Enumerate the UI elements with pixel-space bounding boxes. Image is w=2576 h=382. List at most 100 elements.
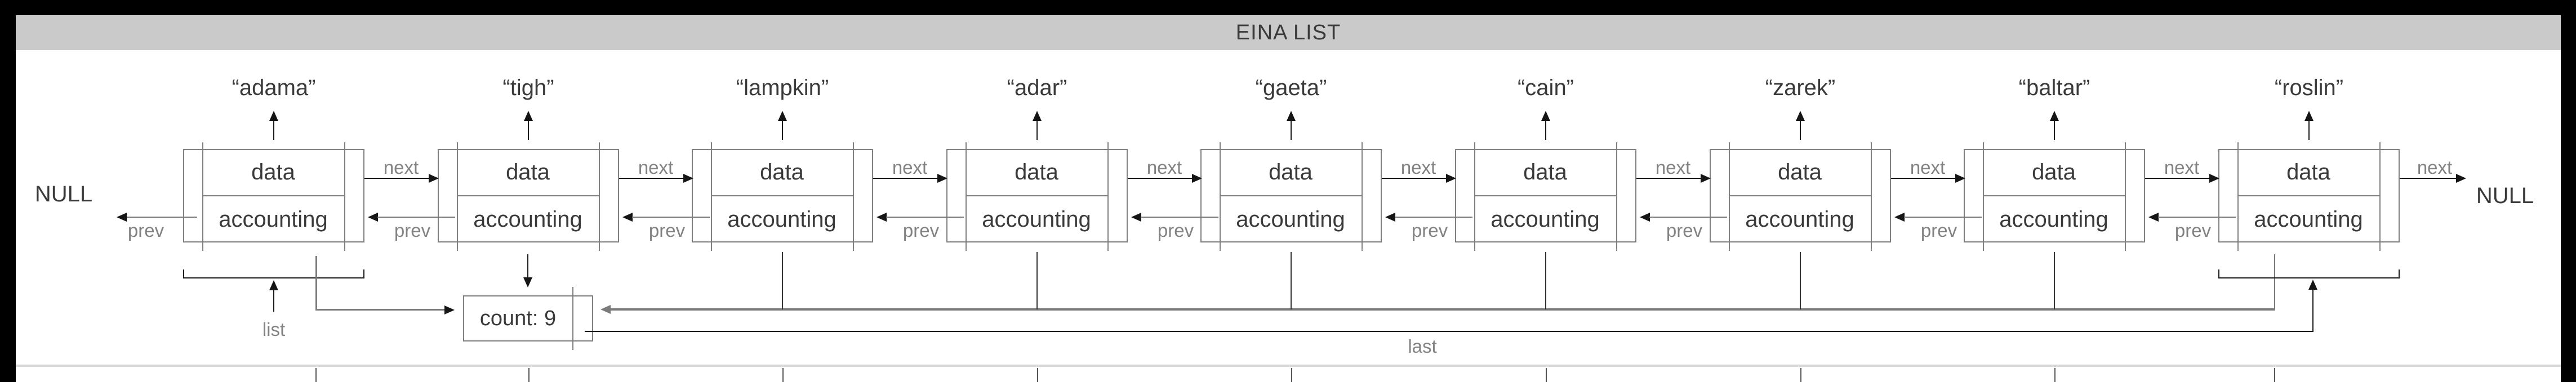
data-pointer-arrowhead xyxy=(1796,111,1805,121)
node-inner-border-right xyxy=(2379,142,2381,251)
node-data-label: “baltar” xyxy=(2018,75,2090,100)
node-accounting-cell: accounting xyxy=(473,206,582,232)
data-pointer-line xyxy=(782,120,783,140)
accounting-edge-line xyxy=(1545,252,1546,309)
node-cell-divider xyxy=(1220,195,1362,196)
null-terminator-right: NULL xyxy=(2476,183,2534,208)
prev-edge-line xyxy=(1904,217,1982,218)
prev-arrowhead xyxy=(117,213,127,222)
prev-edge-label: prev xyxy=(394,220,431,241)
node-outer-box xyxy=(1200,149,1382,242)
next-edge-label: next xyxy=(2417,157,2453,178)
prev-edge-label: prev xyxy=(1411,220,1448,241)
accounting-edge-node1-horizontal xyxy=(315,309,445,311)
node-cell-divider xyxy=(1474,195,1616,196)
node-inner-border-left xyxy=(1474,142,1475,251)
node-outer-box xyxy=(1964,149,2145,242)
next-edge-line xyxy=(1382,178,1446,179)
node-data-label: “cain” xyxy=(1517,75,1574,100)
next-edge-label: next xyxy=(1655,157,1691,178)
data-pointer-line xyxy=(273,120,274,140)
next-edge-label: next xyxy=(2164,157,2200,178)
node-data-cell: data xyxy=(1269,159,1313,185)
node-cell-divider xyxy=(1729,195,1871,196)
next-arrowhead xyxy=(1192,174,1202,183)
bottom-section-divider xyxy=(16,365,2561,367)
title-bar: EINA LIST xyxy=(16,15,2561,50)
accounting-bus-line xyxy=(611,308,2275,311)
node-inner-border-left xyxy=(202,142,203,251)
node-accounting-cell: accounting xyxy=(1236,206,1345,232)
accounting-edge-line xyxy=(782,252,783,309)
node-outer-box xyxy=(438,149,619,242)
prev-edge-label: prev xyxy=(127,220,164,241)
node-inner-border-right xyxy=(344,142,345,251)
node-inner-border-left xyxy=(711,142,712,251)
next-edge-line xyxy=(1636,178,1701,179)
node-outer-box xyxy=(2218,149,2400,242)
cropped-stub-line xyxy=(1037,368,1038,382)
prev-arrowhead xyxy=(1385,213,1395,222)
node-outer-box xyxy=(1710,149,1891,242)
next-arrowhead xyxy=(429,174,439,183)
prev-edge-label: prev xyxy=(2174,220,2212,241)
data-pointer-arrowhead xyxy=(2050,111,2059,121)
node-accounting-cell: accounting xyxy=(1491,206,1600,232)
last-bracket-tick-left xyxy=(2218,269,2219,278)
node-outer-box xyxy=(692,149,873,242)
next-edge-line xyxy=(873,178,937,179)
next-edge-label: next xyxy=(1146,157,1182,178)
prev-edge-line xyxy=(377,217,455,218)
node-outer-box xyxy=(946,149,1128,242)
node-data-cell: data xyxy=(760,159,804,185)
data-pointer-line xyxy=(1800,120,1801,140)
next-edge-label: next xyxy=(892,157,928,178)
list-pointer-line xyxy=(273,289,274,312)
accounting-count-value: count: 9 xyxy=(479,306,557,330)
prev-edge-label: prev xyxy=(902,220,940,241)
data-pointer-line xyxy=(1545,120,1546,140)
diagram-canvas xyxy=(16,50,2561,382)
prev-edge-label: prev xyxy=(1666,220,1703,241)
cropped-stub-line xyxy=(1546,368,1547,382)
accounting-edge-node1-arrowhead xyxy=(444,305,455,314)
node-inner-border-left xyxy=(457,142,458,251)
node-inner-border-right xyxy=(1107,142,1109,251)
next-edge-line xyxy=(2400,178,2456,179)
cropped-stub-line xyxy=(782,368,784,382)
prev-edge-line xyxy=(127,217,197,218)
node-inner-border-left xyxy=(966,142,967,251)
node-inner-border-right xyxy=(599,142,600,251)
cropped-stub-line xyxy=(1800,368,1801,382)
data-pointer-line xyxy=(2054,120,2055,140)
node-cell-divider xyxy=(202,195,344,196)
data-pointer-arrowhead xyxy=(1541,111,1550,121)
node-data-cell: data xyxy=(2032,159,2076,185)
next-arrowhead xyxy=(683,174,693,183)
node-accounting-cell: accounting xyxy=(1745,206,1854,232)
next-edge-label: next xyxy=(383,157,419,178)
data-pointer-arrowhead xyxy=(1287,111,1296,121)
node-accounting-cell: accounting xyxy=(2254,206,2363,232)
node-cell-divider xyxy=(966,195,1107,196)
prev-arrowhead xyxy=(877,213,887,222)
prev-edge-line xyxy=(1395,217,1472,218)
prev-edge-label: prev xyxy=(648,220,686,241)
data-pointer-arrowhead xyxy=(524,111,533,121)
node-inner-border-right xyxy=(1616,142,1617,251)
prev-edge-line xyxy=(2158,217,2236,218)
prev-arrowhead xyxy=(1131,213,1141,222)
data-pointer-arrowhead xyxy=(2304,111,2313,121)
accounting-edge-node2-arrowhead xyxy=(523,277,532,287)
cropped-stub-line xyxy=(2054,368,2056,382)
next-edge-line xyxy=(1128,178,1192,179)
list-pointer-label: list xyxy=(262,319,286,340)
node-data-cell: data xyxy=(1015,159,1058,185)
node-data-label: “adar” xyxy=(1007,75,1067,100)
node-inner-border-left xyxy=(1220,142,1221,251)
prev-arrowhead xyxy=(1894,213,1905,222)
accounting-edge-line xyxy=(1036,252,1038,309)
node-cell-divider xyxy=(457,195,599,196)
list-bracket xyxy=(183,277,364,278)
node-data-cell: data xyxy=(1523,159,1567,185)
